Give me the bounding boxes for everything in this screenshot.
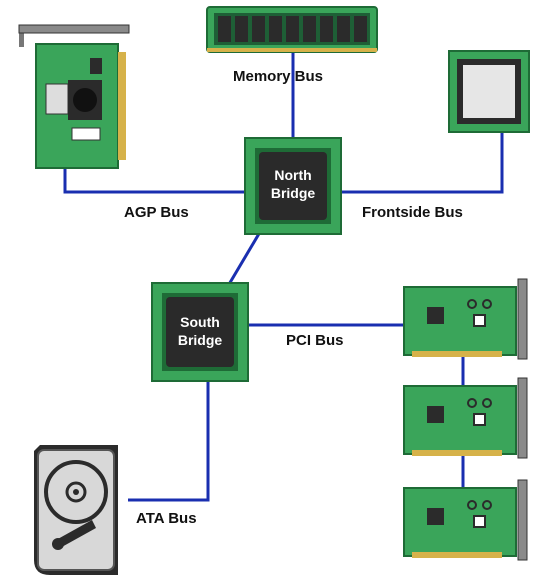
ata-bus-label: ATA Bus (136, 510, 197, 527)
north-bridge-label-line2: Bridge (271, 185, 316, 201)
pci-card-icon (403, 479, 528, 561)
agp-card-icon (18, 24, 130, 169)
agp-bus-line (63, 168, 250, 194)
pci-bus-label: PCI Bus (286, 332, 344, 349)
memory-module-icon (206, 6, 378, 53)
south-bridge-label-line2: Bridge (178, 332, 223, 348)
northsouth-link-line (226, 231, 262, 287)
frontside-bus-label: Frontside Bus (362, 204, 463, 221)
hard-drive-icon (34, 445, 118, 575)
south-bridge-chip: South Bridge (151, 282, 249, 382)
ata-bus-line (128, 382, 210, 502)
agp-bus-label: AGP Bus (124, 204, 189, 221)
north-bridge-chip: North Bridge (244, 137, 342, 235)
south-bridge-label-line1: South (180, 314, 220, 330)
pci-card-icon (403, 278, 528, 360)
cpu-icon (448, 50, 530, 133)
north-bridge-label-line1: North (274, 167, 311, 183)
pci-card-icon (403, 377, 528, 459)
memory-bus-label: Memory Bus (233, 68, 323, 85)
frontside-bus-line (338, 132, 504, 194)
pci-cards (403, 278, 528, 561)
